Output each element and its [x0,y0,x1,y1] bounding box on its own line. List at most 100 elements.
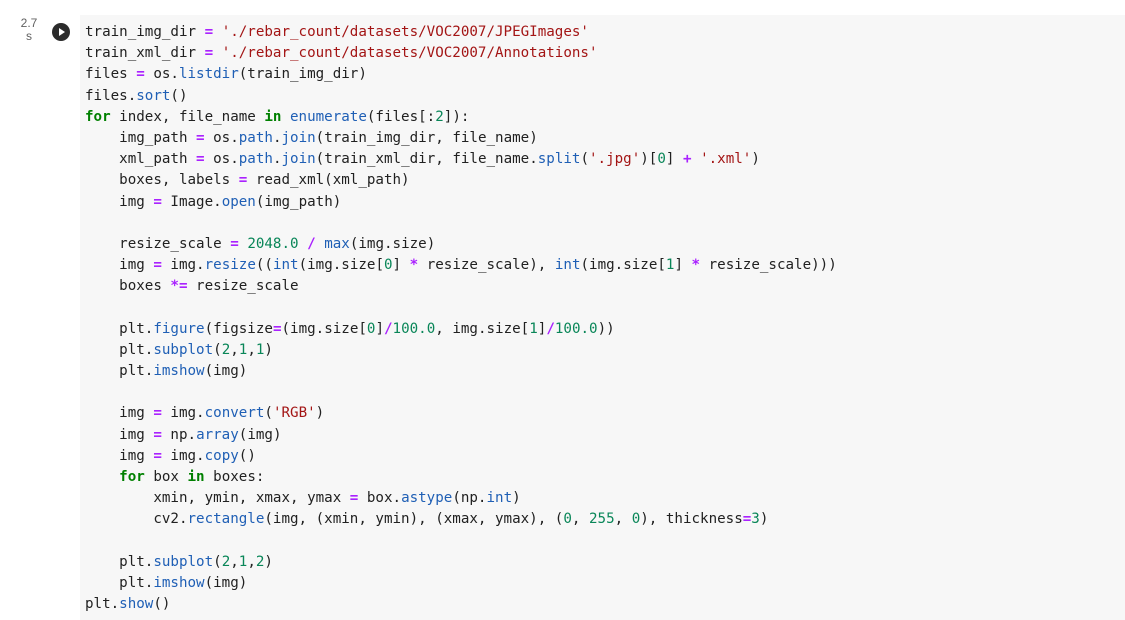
code-text: (img_path) [255,193,342,210]
code-text: , img.size[ [435,320,530,337]
code-keyword: for [85,108,111,125]
code-text: plt. [85,363,154,379]
code-function: path [238,151,273,168]
code-function: int [486,490,513,507]
code-text: box [144,468,188,485]
code-text: ( [580,151,590,168]
code-text: img [85,405,154,422]
code-function: array [196,426,239,443]
code-string: './rebar_count/datasets/VOC2007/Annotati… [221,45,598,62]
code-line: plt.imshow(img) [85,573,837,594]
code-operator: = [136,66,145,83]
code-text: img [85,447,154,464]
code-text: ( [213,341,222,358]
code-text: ( [213,553,222,570]
execution-time: 2.7 s [20,16,38,43]
code-number: 0 [563,511,572,528]
code-function: int [554,257,581,274]
code-text: img [85,193,154,210]
run-cell-button[interactable] [52,23,70,41]
code-text: (train_xml_dir, file_name. [315,151,538,168]
code-function: show [119,596,154,613]
code-number: 0 [384,257,393,274]
code-text: plt. [85,596,120,613]
code-text: , [614,511,632,528]
code-function: sort [136,87,171,104]
code-string: '.jpg' [589,151,641,168]
code-text: os. [144,66,179,83]
code-text: train_img_dir [85,24,205,40]
code-function: open [221,193,256,210]
code-operator: = [153,426,162,443]
code-text: ) [315,405,325,422]
code-text [213,45,222,61]
code-number: 2048.0 [247,235,299,252]
code-text: ( [264,405,273,422]
code-text: ) [751,151,760,168]
code-function: resize [204,257,256,274]
code-operator: = [742,511,752,528]
code-function: subplot [153,341,214,358]
code-number: 2 [221,553,231,570]
code-function: split [537,151,581,168]
code-line: boxes *= resize_scale [85,276,837,297]
code-text: ]): [443,108,470,125]
code-string: './rebar_count/datasets/VOC2007/JPEGImag… [221,24,589,40]
code-text: (img.size[ [298,257,384,274]
code-editor[interactable]: train_img_dir = './rebar_count/datasets/… [80,15,1125,620]
code-function: listdir [178,66,239,83]
code-operator: *= [170,278,188,295]
code-text: . [272,151,282,168]
code-function: int [272,257,299,274]
code-text [692,151,701,167]
code-operator: = [153,447,162,464]
code-line: plt.show() [85,594,837,615]
code-number: 2 [435,108,444,125]
code-line: img = img.copy() [85,446,837,467]
code-line: plt.subplot(2,1,2) [85,552,837,573]
code-string: '.xml' [700,151,752,168]
code-text: read_xml(xml_path) [247,172,410,189]
code-line: train_img_dir = './rebar_count/datasets/… [85,22,837,43]
code-line [85,213,837,234]
code-number: 0 [657,151,666,168]
code-number: 100.0 [554,320,598,337]
code-text: resize_scale [85,235,231,252]
code-line: img = Image.open(img_path) [85,192,837,213]
code-text: Image. [161,193,222,210]
code-number: 0 [366,320,376,337]
code-text: files [85,66,137,83]
code-number: 1 [238,553,248,570]
code-text: resize_scale))) [700,257,837,274]
code-text: ] [375,320,384,337]
code-text: os. [204,129,239,146]
code-line: img = img.convert('RGB') [85,403,837,424]
code-function: astype [401,490,453,507]
code-text: xml_path [85,151,197,168]
code-text: plt. [85,574,154,591]
code-text: (train_img_dir, file_name) [315,129,538,146]
code-text: resize_scale), [418,257,555,274]
code-text: ) [264,553,273,570]
code-line: img = img.resize((int(img.size[0] * resi… [85,255,837,276]
code-operator: * [409,257,419,274]
code-operator: = [230,235,239,252]
code-operator: = [204,45,214,62]
code-function: path [238,129,273,146]
code-text [299,236,308,252]
code-line: plt.figure(figsize=(img.size[0]/100.0, i… [85,319,837,340]
code-text: ] [674,257,692,274]
code-operator: = [153,257,162,274]
code-operator: = [238,172,248,189]
code-text: boxes: [204,468,265,485]
code-text: (figsize [204,320,273,337]
code-operator: * [691,257,701,274]
code-operator: = [196,129,205,146]
code-line: train_xml_dir = './rebar_count/datasets/… [85,43,837,64]
code-operator: / [546,320,555,337]
code-text: box. [358,490,402,507]
code-operator: = [196,151,205,168]
code-number: 1 [255,341,265,358]
code-text: (img, (xmin, ymin), (xmax, ymax), ( [264,511,564,528]
code-number: 255 [588,511,615,528]
